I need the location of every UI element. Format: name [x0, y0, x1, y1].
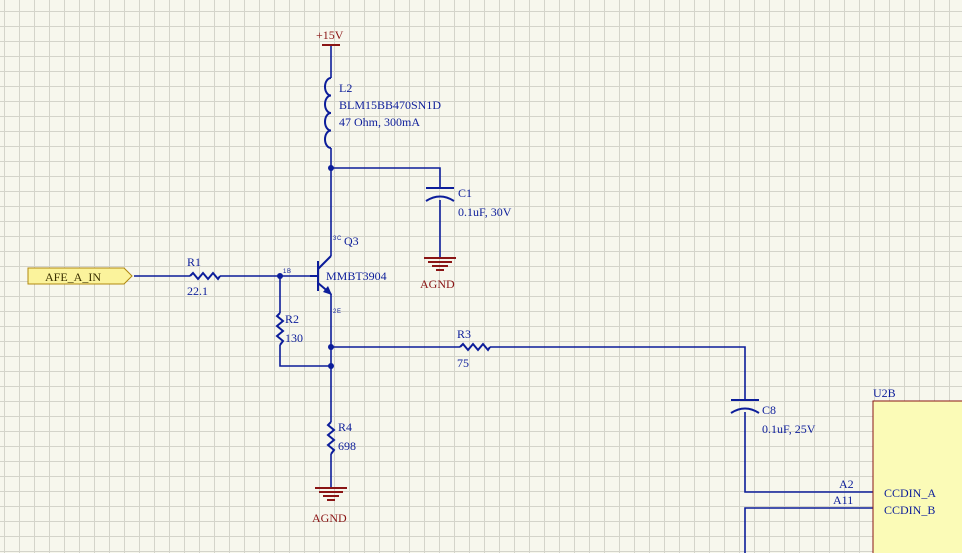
resistor-r3[interactable]: R3 75 — [457, 327, 491, 370]
junction-dot — [328, 344, 334, 350]
r4-value: 698 — [338, 439, 356, 453]
wire-c8-to-u2b-a2[interactable] — [744, 412, 873, 493]
ic-body — [872, 400, 962, 553]
capacitor-curved-plate — [425, 195, 455, 202]
ground-symbol-c1[interactable]: AGND — [420, 257, 456, 291]
r2-ref: R2 — [285, 312, 299, 326]
l2-part-number: BLM15BB470SN1D — [339, 98, 441, 112]
resistor-r4[interactable]: R4 698 — [326, 420, 356, 455]
power-port-15v[interactable]: +15V — [316, 28, 344, 46]
u2b-pin-a2-number: A2 — [839, 477, 854, 491]
c8-ref: C8 — [762, 403, 776, 417]
r2-value: 130 — [285, 331, 303, 345]
capacitor-curved-plate — [730, 407, 760, 414]
c1-value: 0.1uF, 30V — [458, 205, 512, 219]
u2b-pin-a11-number: A11 — [833, 493, 853, 507]
r4-ref: R4 — [338, 420, 352, 434]
ground-label: AGND — [420, 277, 455, 291]
c8-value: 0.1uF, 25V — [762, 422, 816, 436]
power-port-label: +15V — [316, 28, 344, 42]
collector-lead — [317, 255, 332, 270]
wire-r2-to-emitter[interactable] — [279, 345, 331, 367]
q3-pin-b-num: 1 — [283, 269, 287, 275]
junction-dot — [328, 363, 334, 369]
junction-dot — [328, 165, 334, 171]
resistor-r2[interactable]: R2 130 — [275, 312, 303, 346]
port-shape — [27, 267, 133, 285]
capacitor-c8[interactable]: C8 0.1uF, 25V — [730, 399, 816, 436]
c1-ref: C1 — [458, 186, 472, 200]
q3-pin-b-label: B — [287, 269, 291, 275]
inductor-l2[interactable]: L2 BLM15BB470SN1D 47 Ohm, 300mA — [324, 77, 441, 149]
junction-dot — [277, 273, 283, 279]
emitter-arrow — [323, 286, 332, 295]
junctions — [277, 165, 334, 369]
q3-part-number: MMBT3904 — [326, 269, 387, 283]
l2-ref: L2 — [339, 81, 352, 95]
l2-value: 47 Ohm, 300mA — [339, 115, 420, 129]
ground-label: AGND — [312, 511, 347, 525]
net-port-afe-a-in[interactable]: AFE_A_IN — [27, 267, 133, 285]
resistor-zigzag — [275, 312, 285, 346]
ic-u2b[interactable]: U2B A2 A11 CCDIN_A CCDIN_B — [833, 386, 962, 553]
r3-ref: R3 — [457, 327, 471, 341]
q3-pin-e-label: E — [337, 309, 341, 315]
r1-ref: R1 — [187, 255, 201, 269]
ground-symbol-r4[interactable]: AGND — [312, 487, 347, 525]
port-label: AFE_A_IN — [45, 270, 101, 284]
resistor-zigzag — [459, 342, 491, 352]
u2b-ref: U2B — [873, 386, 896, 400]
wire-node-to-c1[interactable] — [331, 167, 441, 188]
r1-value: 22.1 — [187, 284, 208, 298]
resistor-zigzag — [189, 271, 221, 281]
wire-r3-to-c8[interactable] — [490, 346, 746, 400]
r3-value: 75 — [457, 356, 469, 370]
q3-ref: Q3 — [344, 234, 359, 248]
inductor-coil — [324, 77, 332, 149]
q3-pin-e-num: 2 — [333, 309, 337, 315]
wires — [134, 45, 873, 553]
q3-pin-c-num: 3 — [333, 236, 337, 242]
transistor-q3[interactable]: Q3 MMBT3904 3 C 1 B 2 E — [283, 234, 387, 315]
wire-to-u2b-a11[interactable] — [744, 507, 873, 553]
u2b-pin-a2-name: CCDIN_A — [884, 486, 936, 500]
resistor-r1[interactable]: R1 22.1 — [187, 255, 221, 298]
q3-pin-c-label: C — [337, 236, 342, 242]
capacitor-c1[interactable]: C1 0.1uF, 30V — [425, 186, 512, 219]
resistor-zigzag — [326, 421, 336, 455]
u2b-pin-a11-name: CCDIN_B — [884, 503, 935, 517]
